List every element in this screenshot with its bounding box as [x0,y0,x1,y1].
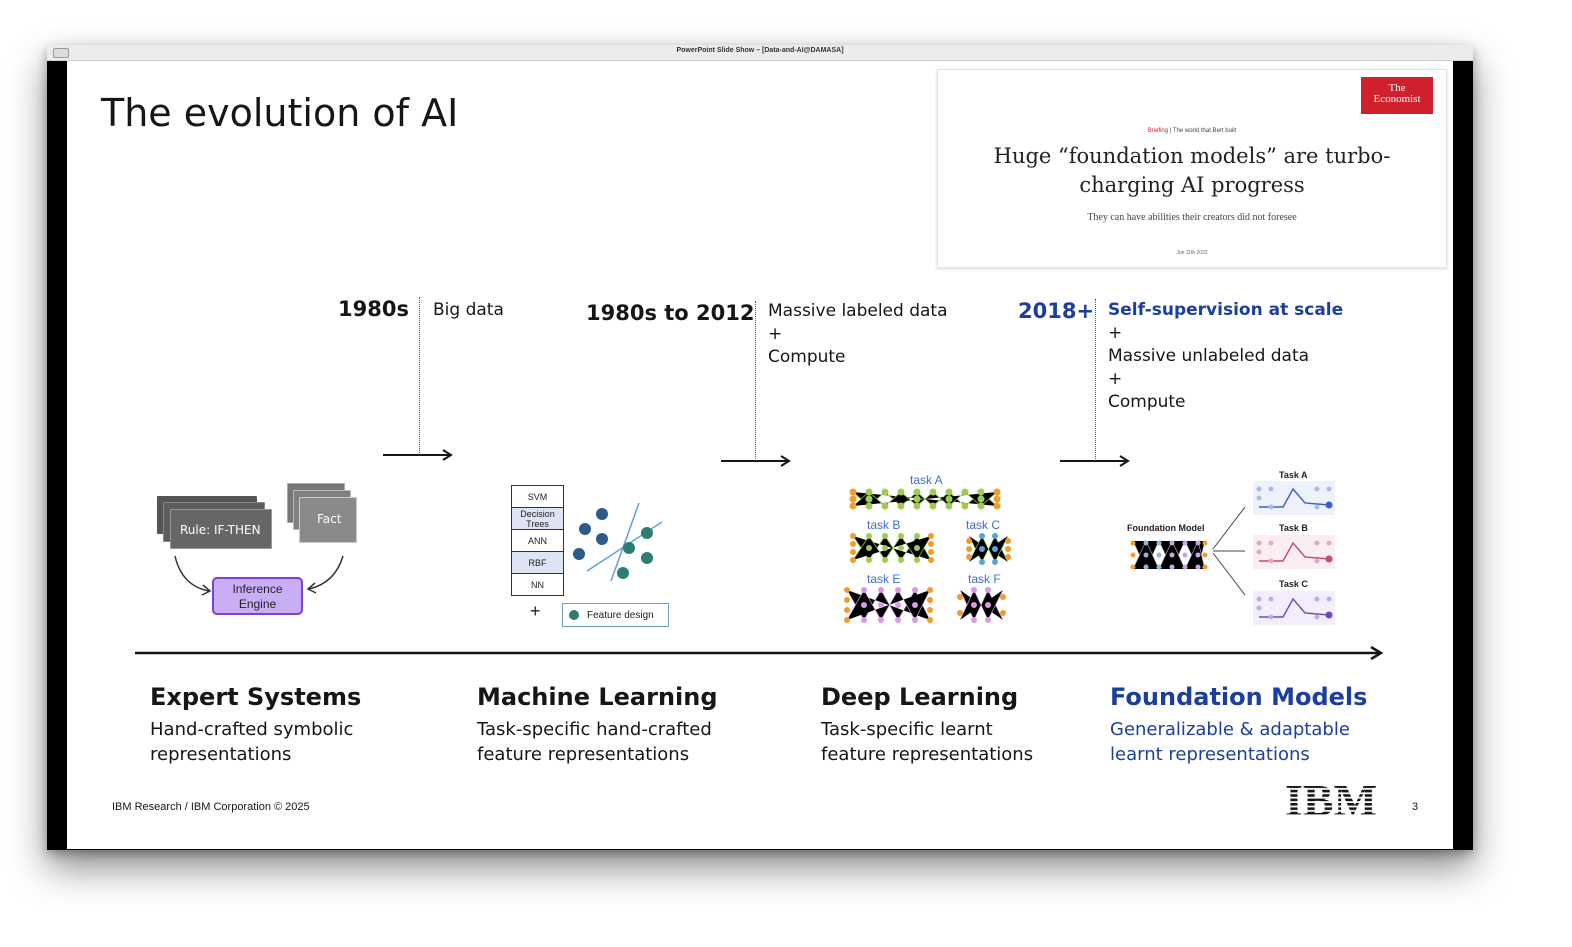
ml-methods-table: SVM Decision Trees ANN RBF NN [511,485,564,596]
slide-title: The evolution of AI [101,91,458,135]
kicker-section: Briefing [1148,128,1168,134]
note-self-supervision: Self-supervision at scale [1108,299,1343,322]
fm-task-c-label: Task C [1279,579,1308,589]
timeline-arrow-icon [135,644,1387,662]
note-plus: + [768,323,948,346]
note-plus: + [1108,368,1343,391]
foundation-network-icon [1129,537,1209,573]
category-title: Foundation Models [1110,683,1367,711]
kicker-title: The world that Bert built [1173,128,1236,134]
note-massive-unlabeled-data: Massive unlabeled data [1108,345,1343,368]
note-compute: Compute [768,346,948,369]
article-date: Jun 11th 2022 [938,250,1446,256]
era-divider-3 [1095,299,1096,461]
category-desc-line: Task-specific learnt [821,717,1033,742]
plus-sign: + [530,601,541,622]
category-desc-line: feature representations [477,742,718,767]
scatter-separator-icon [567,499,667,589]
window-title: PowerPoint Slide Show – [Data-and-AI@DAM… [47,47,1473,54]
ml-method: RBF [512,552,563,574]
era-divider-2 [755,301,756,461]
window-titlebar: PowerPoint Slide Show – [Data-and-AI@DAM… [47,45,1473,61]
feature-dot-icon [569,610,579,620]
rule-card-front: Rule: IF-THEN [170,509,272,549]
category-desc-line: learnt representations [1110,742,1367,767]
ml-method: Decision Trees [512,508,563,530]
network-b-icon [847,531,937,565]
network-a-icon [847,487,1009,511]
note-plus: + [1108,322,1343,345]
fm-task-b-label: Task B [1279,523,1308,533]
category-title: Deep Learning [821,683,1033,711]
fm-task-a-label: Task A [1279,470,1308,480]
arrow-right-icon [383,447,457,463]
feature-design-box: Feature design [562,603,669,627]
category-deep-learning: Deep Learning Task-specific learnt featu… [821,683,1033,767]
category-desc-line: Task-specific hand-crafted [477,717,718,742]
inference-engine-box: Inference Engine [212,577,303,615]
task-a-label: task A [910,473,943,487]
network-c-icon [964,531,1014,567]
era-note-big-data: Big data [433,299,504,322]
era-label-1980s-2012: 1980s to 2012 [586,301,754,325]
task-b-label: task B [867,518,900,532]
task-a-network-icon [1253,481,1335,515]
arrow-right-icon [721,453,795,469]
note-massive-labeled-data: Massive labeled data [768,300,948,323]
fact-card-front: Fact [299,497,357,543]
category-desc-line: Hand-crafted symbolic [150,717,361,742]
economist-logo: The Economist [1361,77,1433,114]
task-f-label: task F [968,572,1001,586]
branch-arrows-icon [1211,501,1251,601]
category-desc-line: representations [150,742,361,767]
era-label-2018: 2018+ [1018,299,1094,323]
fact-label: Fact [317,512,341,526]
category-desc-line: feature representations [821,742,1033,767]
note-compute: Compute [1108,391,1343,414]
era-notes-3: Self-supervision at scale + Massive unla… [1108,299,1343,414]
economist-article-card: The Economist Briefing | The world that … [937,69,1447,268]
category-desc-line: Generalizable & adaptable [1110,717,1367,742]
article-subhead: They can have abilities their creators d… [938,212,1446,223]
arrow-right-icon [1060,453,1134,469]
slideshow-window: PowerPoint Slide Show – [Data-and-AI@DAM… [47,45,1473,850]
category-title: Expert Systems [150,683,361,711]
network-f-icon [955,585,1009,625]
task-e-label: task E [867,572,900,586]
era-notes-2: Massive labeled data + Compute [768,300,948,369]
network-e-icon [842,585,934,625]
article-kicker: Briefing | The world that Bert built [938,128,1446,134]
slide[interactable]: The evolution of AI The Economist Briefi… [67,61,1453,849]
category-title: Machine Learning [477,683,718,711]
era-divider-1 [419,297,420,455]
footer-copyright: IBM Research / IBM Corporation © 2025 [112,801,310,813]
foundation-model-label: Foundation Model [1127,523,1204,533]
task-c-label: task C [966,518,1000,532]
category-machine-learning: Machine Learning Task-specific hand-craf… [477,683,718,767]
logo-line-2: Economist [1361,94,1433,105]
rule-label: Rule: IF-THEN [180,523,261,537]
page-number: 3 [1412,801,1418,813]
article-headline: Huge “foundation models” are turbo-charg… [978,142,1406,200]
ml-method: SVM [512,486,563,508]
era-label-1980s: 1980s [338,297,409,321]
task-c-network-icon [1253,591,1335,625]
task-b-network-icon [1253,535,1335,569]
category-foundation-models: Foundation Models Generalizable & adapta… [1110,683,1367,767]
ibm-logo: IBM [1285,781,1381,819]
feature-design-label: Feature design [587,610,654,621]
category-expert-systems: Expert Systems Hand-crafted symbolic rep… [150,683,361,767]
ml-method: ANN [512,530,563,552]
svg-text:IBM: IBM [1285,781,1377,819]
ml-method: NN [512,574,563,595]
